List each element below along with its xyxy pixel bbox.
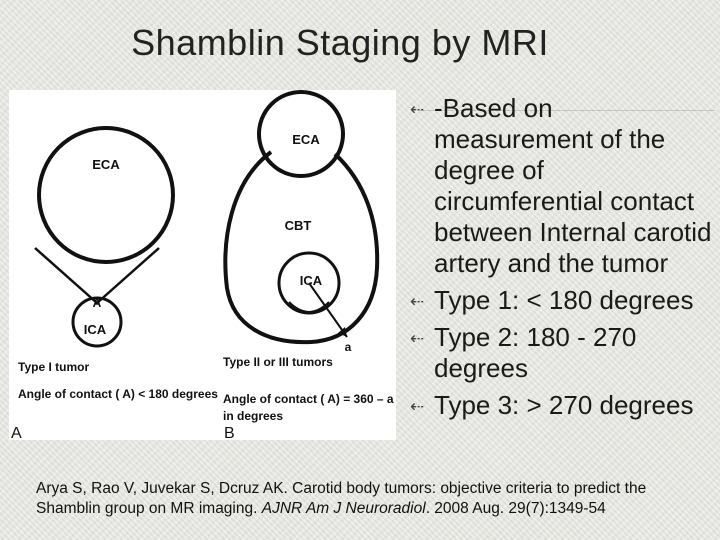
panel-a-angle-text: Angle of contact ( A) < 180 degrees — [18, 387, 218, 401]
panel-a-angle-lines — [34, 247, 160, 305]
panel-b-angle-text-2: in degrees — [223, 409, 283, 423]
bullet-text: Type 3: > 270 degrees — [434, 390, 694, 420]
panel-b-angle-arc — [288, 301, 330, 313]
panel-a-letter: A — [11, 425, 22, 440]
panel-b-eca-label: ECA — [292, 132, 320, 147]
citation-details: . 2008 Aug. 29(7):1349-54 — [425, 500, 606, 517]
citation-journal: AJNR Am J Neuroradiol — [261, 500, 426, 517]
bullet-list: ⇠ -Based on measurement of the degree of… — [408, 93, 718, 427]
citation-authors: Arya S, Rao V, Juvekar S, Dcruz AK. Caro… — [36, 480, 647, 517]
panel-b-a-label: a — [345, 340, 352, 354]
panel-a-ica-circle — [71, 296, 123, 348]
shamblin-diagram: ECA A ICA Type I tumor Angle of contact … — [9, 90, 396, 440]
panel-a-ica-label: ICA — [84, 322, 107, 337]
panel-a-type-label: Type I tumor — [18, 360, 89, 374]
panel-a-eca-label: ECA — [92, 157, 120, 172]
panel-b-cbt-outline — [223, 150, 380, 345]
bullet-text: Type 1: < 180 degrees — [434, 285, 694, 315]
panel-b-angle-text-1: Angle of contact ( A) = 360 – a — [223, 392, 394, 406]
arrow-bullet-icon: ⇠ — [410, 100, 425, 119]
panel-b-eca-circle — [257, 90, 345, 178]
arrow-bullet-icon: ⇠ — [410, 329, 425, 348]
bullet-text: Type 2: 180 - 270 degrees — [434, 322, 637, 383]
slide-title: Shamblin Staging by MRI — [131, 22, 549, 63]
panel-b-cbt-label: CBT — [285, 218, 312, 233]
panel-b-type-label: Type II or III tumors — [223, 355, 333, 369]
bullet-item: ⇠ Type 2: 180 - 270 degrees — [408, 322, 718, 384]
panel-b-arrow-line — [308, 282, 348, 338]
bullet-item: ⇠ -Based on measurement of the degree of… — [408, 93, 718, 279]
panel-b-letter: B — [224, 425, 235, 440]
panel-a-angle-label: A — [93, 296, 102, 310]
bullet-item: ⇠ Type 1: < 180 degrees — [408, 285, 718, 316]
diagram-svg: ECA A ICA Type I tumor Angle of contact … — [11, 90, 394, 440]
divider-line — [420, 110, 715, 111]
panel-a-eca-circle — [37, 126, 175, 264]
bullet-text: -Based on measurement of the degree of c… — [434, 93, 712, 278]
arrow-bullet-icon: ⇠ — [410, 292, 425, 311]
panel-b-ica-label: ICA — [300, 273, 323, 288]
bullet-item: ⇠ Type 3: > 270 degrees — [408, 390, 718, 421]
panel-b-arrow-head — [338, 327, 347, 337]
arrow-bullet-icon: ⇠ — [410, 397, 425, 416]
citation: Arya S, Rao V, Juvekar S, Dcruz AK. Caro… — [36, 479, 706, 519]
